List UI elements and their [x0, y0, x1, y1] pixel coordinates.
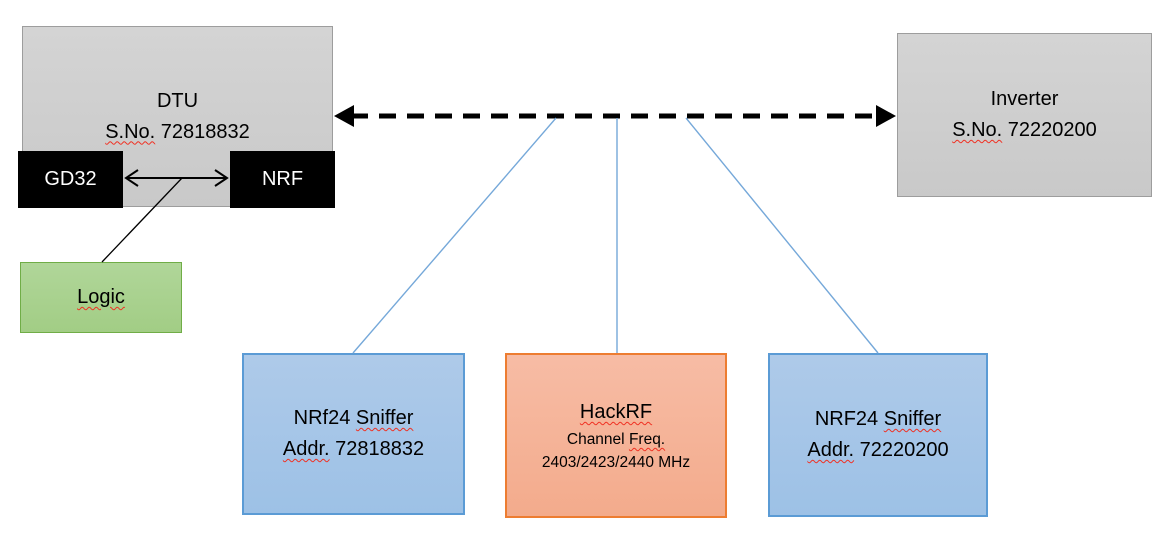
hackrf-freq-label: Freq. — [628, 430, 666, 448]
sniffer2-addr-number: 72220200 — [859, 439, 949, 461]
dtu-inverter-dashed-arrow — [334, 105, 896, 127]
hackrf-frequencies: 2403/2423/2440 MHz — [541, 454, 691, 471]
sniffer2-name-line: NRF24 Sniffer — [815, 404, 941, 435]
hackrf-box: HackRF Channel Freq. 2403/2423/2440 MHz — [505, 353, 727, 518]
connector-to-sniffer2-line — [685, 117, 879, 354]
connector-to-sniffer1-line — [352, 117, 557, 354]
sniffer1-name-line: NRf24 Sniffer — [294, 403, 414, 434]
inverter-serial-line: S.No. 72220200 — [952, 115, 1097, 146]
dashed-arrow-left-head — [334, 105, 354, 127]
inverter-serial-label: S.No. — [952, 119, 1003, 141]
sniffer2-addr-line: Addr. 72220200 — [807, 435, 948, 466]
inverter-title-text: Inverter — [990, 88, 1059, 110]
sniffer2-type: Sniffer — [883, 408, 942, 430]
logic-label: Logic — [77, 286, 125, 308]
inverter-serial-number: 72220200 — [1007, 119, 1097, 141]
sniffer1-addr-line: Addr. 72818832 — [283, 434, 424, 465]
sniffer1-addr-label: Addr. — [282, 438, 330, 460]
hackrf-frequencies-line: 2403/2423/2440 MHz — [542, 451, 690, 474]
dashed-arrow-right-head — [876, 105, 896, 127]
hackrf-channel-line: Channel Freq. — [567, 428, 665, 451]
nrf-label: NRF — [261, 168, 304, 190]
hackrf-title-line: HackRF — [580, 397, 652, 428]
nrf-box: NRF — [230, 151, 335, 208]
dtu-serial-label: S.No. — [105, 120, 156, 143]
dtu-serial-line: S.No. 72818832 — [105, 117, 250, 148]
sniffer2-box: NRF24 Sniffer Addr. 72220200 — [768, 353, 988, 517]
gd32-label: GD32 — [44, 168, 97, 190]
logic-box: Logic — [20, 262, 182, 333]
inverter-box: Inverter S.No. 72220200 — [897, 33, 1152, 197]
inverter-title: Inverter — [991, 84, 1059, 115]
gd32-box: GD32 — [18, 151, 123, 208]
dtu-title: DTU — [157, 86, 198, 117]
sniffer1-name: NRf24 — [293, 407, 351, 429]
dtu-title-text: DTU — [156, 89, 199, 112]
sniffer1-box: NRf24 Sniffer Addr. 72818832 — [242, 353, 465, 515]
dtu-serial-number: 72818832 — [160, 120, 250, 143]
sniffer1-type: Sniffer — [355, 407, 414, 429]
sniffer2-addr-label: Addr. — [807, 439, 855, 461]
hackrf-channel-label: Channel — [566, 430, 625, 448]
sniffer1-addr-number: 72818832 — [335, 438, 425, 460]
hackrf-title: HackRF — [579, 400, 653, 423]
sniffer2-name: NRF24 — [814, 408, 879, 430]
